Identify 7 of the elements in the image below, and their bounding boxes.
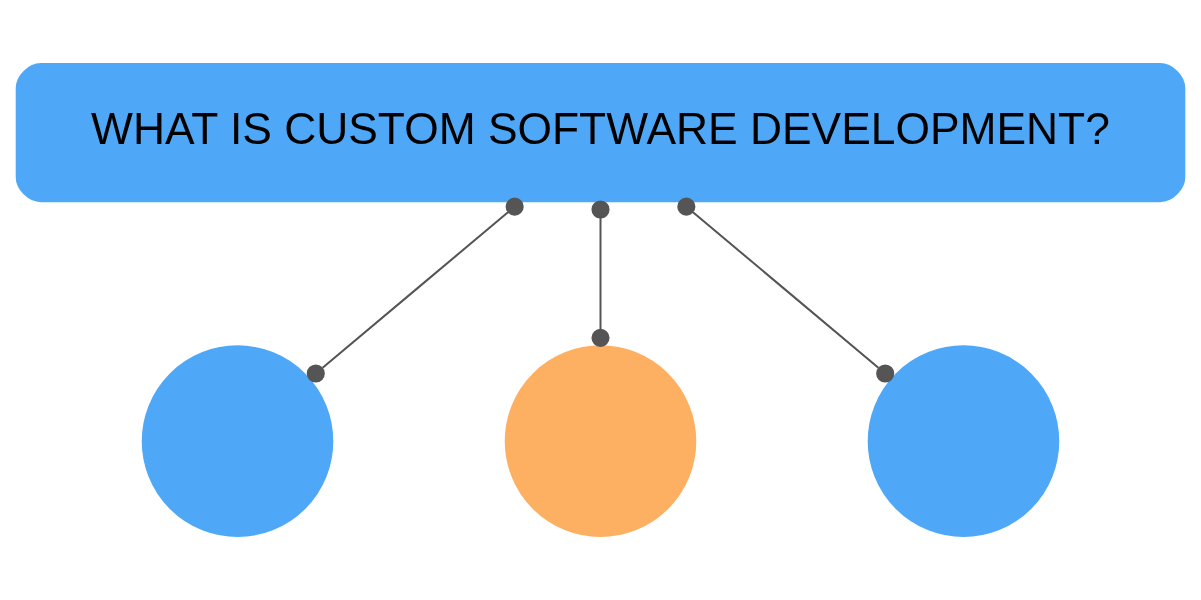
connector [306,197,524,383]
node-circle [141,345,334,537]
node-circle [504,345,697,537]
connector [591,200,610,347]
connector [677,197,895,383]
node-box: WHAT IS CUSTOM SOFTWARE DEVELOPMENT? [15,63,1186,203]
node-circle [867,345,1060,537]
